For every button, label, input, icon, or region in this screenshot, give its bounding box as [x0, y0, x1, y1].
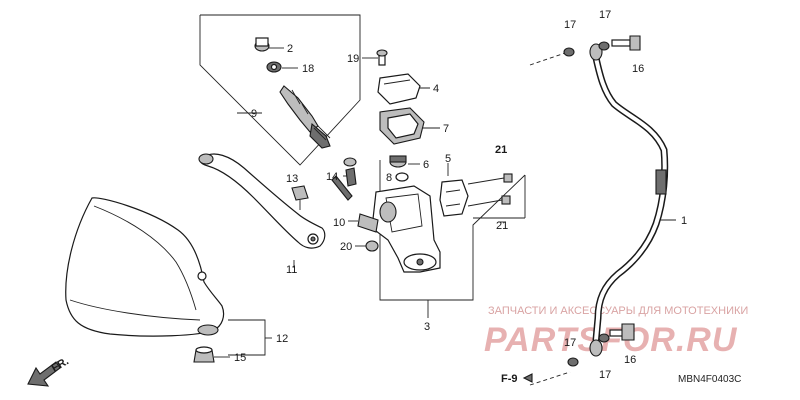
- part-callouts: 2 18 9 19 4 7 6 8 5 13 14 10 20 11 3 12 …: [234, 9, 687, 381]
- front-direction-arrow-icon: [27, 361, 61, 387]
- callout-16-bottom: 16: [624, 354, 636, 366]
- piston-kit: [254, 37, 331, 149]
- cap-nut: [193, 346, 230, 363]
- hose-bolts: [563, 35, 641, 367]
- front-marker: FR.: [50, 355, 71, 374]
- callout-17-top-left: 17: [564, 19, 576, 31]
- callout-1: 1: [681, 215, 687, 227]
- watermark-caption: ЗАПЧАСТИ И АКСЕССУАРЫ ДЛЯ МОТОТЕХНИКИ: [488, 305, 748, 317]
- callout-11: 11: [286, 264, 297, 276]
- brake-lever: [198, 153, 326, 249]
- callout-16-top: 16: [632, 63, 644, 75]
- frame-reference-label: F-9: [501, 373, 518, 385]
- callout-19: 19: [347, 53, 359, 65]
- callout-21-top: 21: [495, 144, 507, 156]
- callout-4: 4: [433, 83, 439, 95]
- watermark: ЗАПЧАСТИ И АКСЕССУАРЫ ДЛЯ МОТОТЕХНИКИ PA…: [484, 305, 748, 359]
- callout-8: 8: [386, 172, 392, 184]
- callout-20: 20: [340, 241, 352, 253]
- callout-2: 2: [287, 43, 293, 55]
- master-cylinder: [357, 185, 441, 273]
- callout-3: 3: [424, 321, 430, 333]
- pivot-parts: [291, 157, 357, 210]
- callout-17-bottom-left: 17: [564, 337, 576, 349]
- lever-cover: [65, 197, 225, 337]
- frame-reference: F-9: [501, 373, 533, 385]
- callout-17-top-right: 17: [599, 9, 611, 21]
- callout-5: 5: [445, 153, 451, 165]
- drawing-code: MBN4F0403C: [678, 374, 741, 385]
- watermark-brand: PARTSFOR.RU: [484, 321, 738, 359]
- callout-7: 7: [443, 123, 449, 135]
- callout-17-bottom-right: 17: [599, 369, 611, 381]
- reservoir-assembly: [376, 49, 425, 182]
- brake-hose: [589, 43, 669, 357]
- callout-10: 10: [333, 217, 345, 229]
- callout-14: 14: [326, 171, 338, 183]
- callout-13: 13: [286, 173, 298, 185]
- callout-6: 6: [423, 159, 429, 171]
- callout-15: 15: [234, 352, 246, 364]
- callout-18: 18: [302, 63, 314, 75]
- callout-21-bottom: 21: [496, 220, 508, 232]
- handlebar-holder: [439, 173, 513, 217]
- callout-12: 12: [276, 333, 288, 345]
- callout-9: 9: [251, 108, 257, 120]
